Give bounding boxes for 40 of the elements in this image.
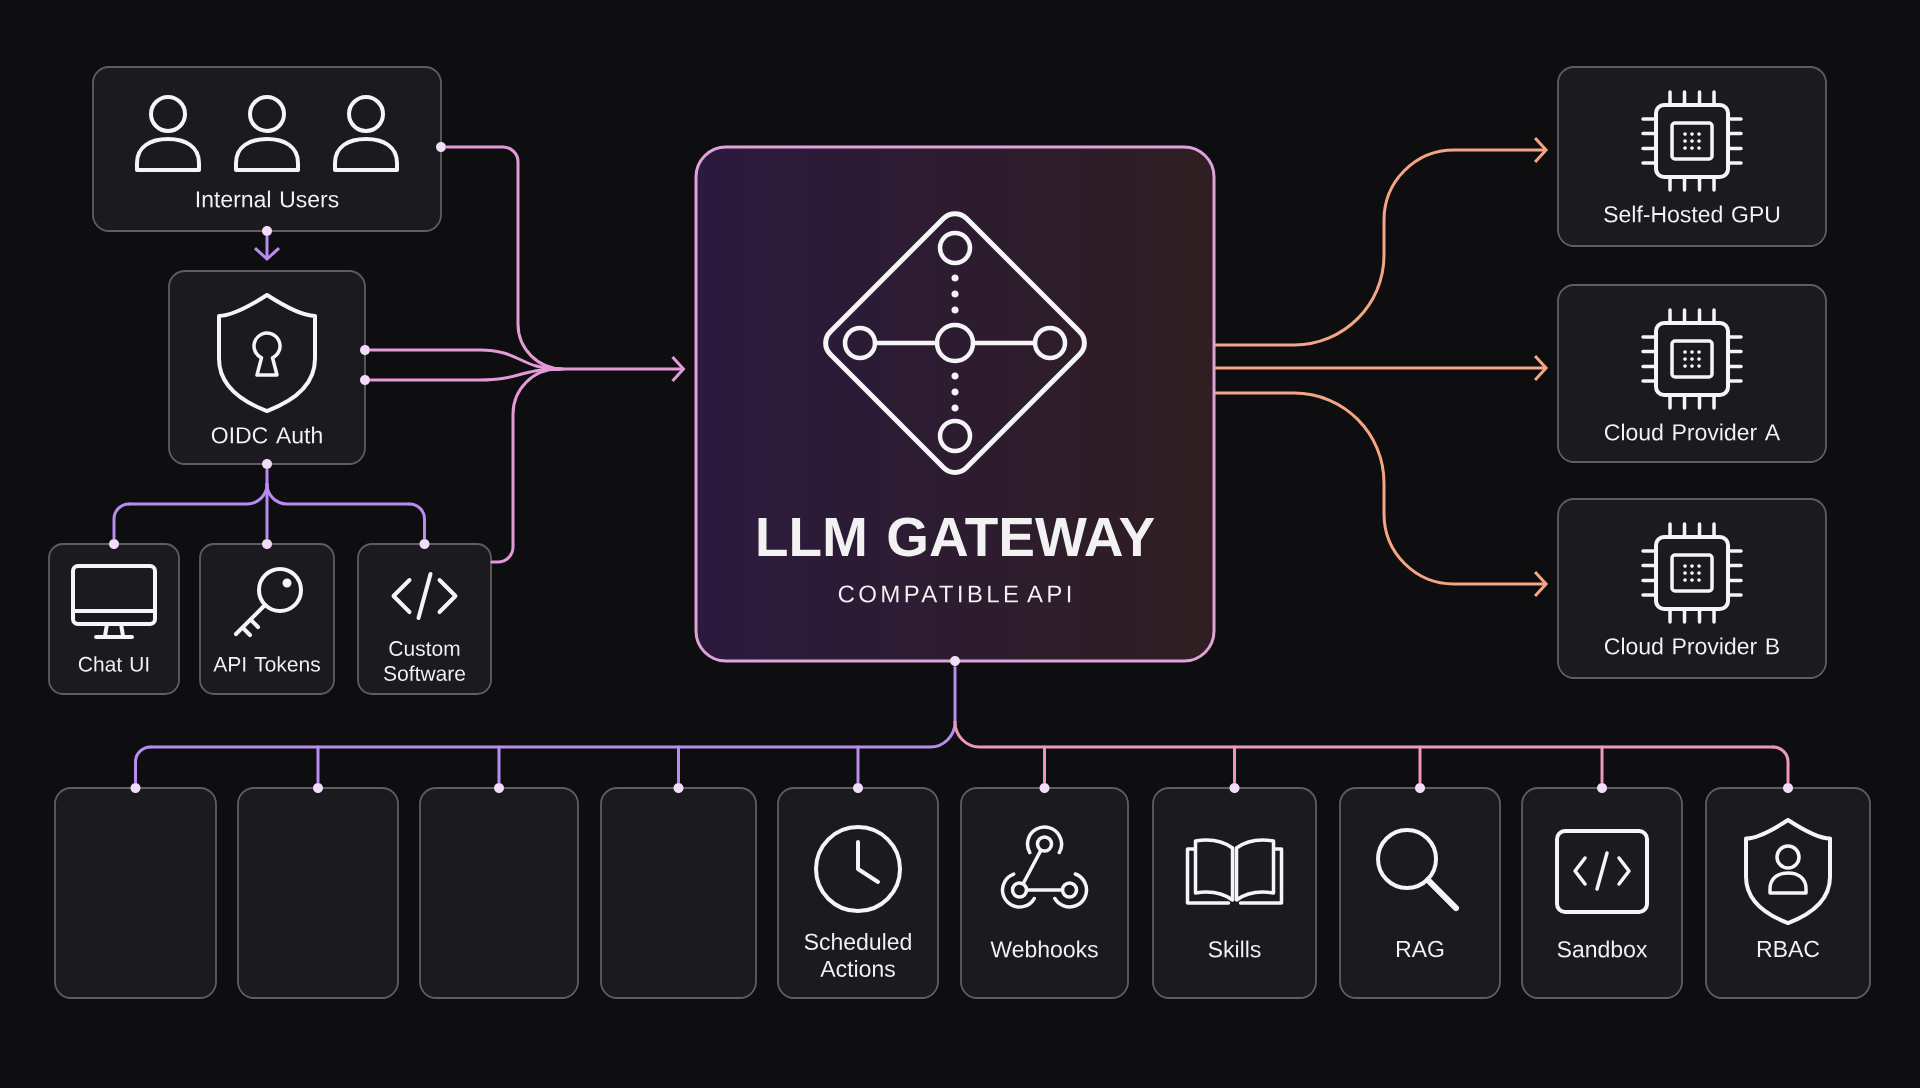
card: Custom Software — [357, 543, 492, 695]
connector-line — [445, 145, 565, 371]
card: Scheduled Actions — [777, 787, 939, 999]
connector-line — [1043, 745, 1046, 784]
card: Skills — [1152, 787, 1317, 999]
connector-line — [1600, 745, 1604, 784]
card: RBAC — [1705, 787, 1871, 999]
arrow — [556, 356, 686, 383]
connector-line — [1418, 745, 1422, 784]
connector-line — [127, 482, 269, 506]
connector-line — [1771, 745, 1790, 784]
card: Sandbox — [1521, 787, 1683, 999]
card: Cloud Provider B — [1557, 498, 1827, 679]
card: Internal Users — [92, 66, 442, 232]
connector-line — [134, 745, 152, 784]
arrow — [1214, 391, 1549, 598]
connector-line — [953, 720, 1775, 749]
card: API Tokens — [199, 543, 335, 695]
connector-line — [149, 720, 957, 749]
arrow — [1214, 355, 1549, 382]
connector-line — [408, 502, 426, 540]
connector-line — [316, 745, 320, 784]
connector-line — [265, 468, 269, 486]
card: RAG — [1339, 787, 1501, 999]
card: OIDC Auth — [168, 270, 366, 465]
arrow — [1214, 137, 1549, 347]
connector-line — [112, 502, 131, 540]
card: Webhooks — [960, 787, 1129, 999]
connector-line — [265, 482, 269, 540]
card: Self-Hosted GPU — [1557, 66, 1827, 247]
connector-line — [1233, 745, 1236, 784]
connector-line — [490, 367, 560, 564]
connector-line — [856, 745, 860, 784]
card: Cloud Provider A — [1557, 284, 1827, 463]
gateway-panel: LLM GATEWAY COMPATIBLE API — [694, 145, 1216, 663]
connector-line — [953, 666, 957, 724]
card: Chat UI — [48, 543, 180, 695]
connector-line — [677, 745, 680, 784]
connector-line — [369, 348, 562, 371]
connector-line — [497, 745, 501, 784]
